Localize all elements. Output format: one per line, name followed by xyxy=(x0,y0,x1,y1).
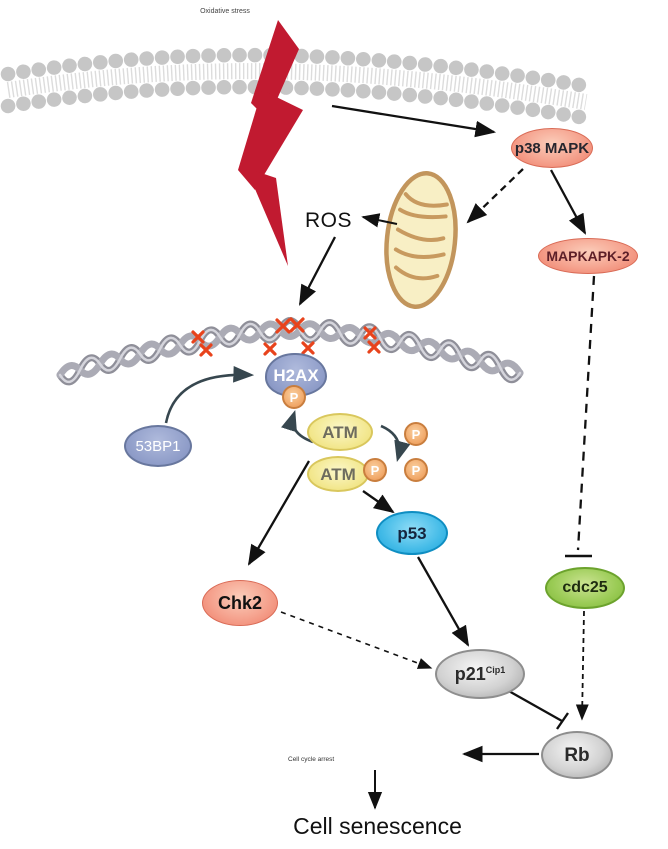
arrow-dashed-chk2-to-p21 xyxy=(280,611,433,669)
ros-label: ROS xyxy=(305,209,353,232)
inhibit-dashed-mapkapk2-to-cdc25 xyxy=(576,275,596,551)
inhibit-tbar-rb xyxy=(556,712,569,730)
node-p21: p21Cip1 xyxy=(435,649,525,699)
inhibit-p21-to-rb xyxy=(506,688,563,723)
p21-base-label: p21 xyxy=(454,664,486,684)
arrow-atm-to-chk2 xyxy=(247,460,310,566)
p21-superscript-label: Cip1 xyxy=(485,665,506,675)
node-53bp1-label: 53BP1 xyxy=(135,437,181,455)
arrow-atm-to-p53 xyxy=(362,490,395,514)
lightning-bolt-icon xyxy=(238,20,303,266)
arrow-ros-to-dna xyxy=(298,236,337,306)
node-cdc25: cdc25 xyxy=(545,567,625,609)
phosphate-label: P xyxy=(289,389,299,405)
arrow-dashed-cdc25-to-rb xyxy=(575,610,589,721)
phosphate-label: P xyxy=(411,462,421,478)
phosphate-label: P xyxy=(411,426,421,442)
arrow-dashed-p38-to-mitochondria xyxy=(466,168,524,224)
node-p53-label: p53 xyxy=(397,523,427,543)
node-chk2: Chk2 xyxy=(202,580,278,626)
oxidative-stress-label: Oxidative stress xyxy=(200,8,250,15)
phosphate-label: P xyxy=(370,462,380,478)
cell-cycle-arrest-label: Cell cycle arrest xyxy=(288,756,335,763)
arrow-phosphate-transfer xyxy=(380,424,411,463)
node-p21-label: p21Cip1 xyxy=(455,665,506,683)
node-p38-mapk: p38 MAPK xyxy=(511,128,593,168)
node-53bp1: 53BP1 xyxy=(124,425,192,467)
node-chk2-label: Chk2 xyxy=(217,593,262,613)
node-atm-upper-label: ATM xyxy=(322,422,358,442)
mitochondria-icon xyxy=(384,171,458,309)
node-atm-upper: ATM xyxy=(307,413,373,451)
node-mapkapk2-label: MAPKAPK-2 xyxy=(546,248,630,264)
cell-senescence-label: Cell senescence xyxy=(293,813,462,839)
node-cdc25-label: cdc25 xyxy=(562,579,608,596)
arrow-mitochondria-to-ros xyxy=(361,213,398,228)
node-atm-lower: ATM xyxy=(307,456,369,492)
phosphate-free-1: P xyxy=(404,422,428,446)
node-rb-label: Rb xyxy=(564,744,590,766)
node-p53: p53 xyxy=(376,511,448,555)
arrow-atm-to-h2ax-phosphate xyxy=(281,410,314,444)
arrow-p38-to-mapkapk2 xyxy=(549,169,587,235)
node-p38-mapk-label: p38 MAPK xyxy=(514,139,590,157)
dna-damage-x-marks xyxy=(191,317,381,357)
node-atm-lower-label: ATM xyxy=(320,464,356,484)
arrow-membrane-to-p38 xyxy=(331,104,497,138)
phosphate-atm: P xyxy=(363,458,387,482)
arrow-p53-to-p21 xyxy=(417,556,470,647)
node-rb: Rb xyxy=(541,731,613,779)
phosphate-h2ax: P xyxy=(282,385,306,409)
node-h2ax-label: H2AX xyxy=(273,365,319,385)
arrow-53bp1-to-h2ax xyxy=(164,366,255,424)
phosphate-free-2: P xyxy=(404,458,428,482)
node-mapkapk2: MAPKAPK-2 xyxy=(538,238,638,274)
